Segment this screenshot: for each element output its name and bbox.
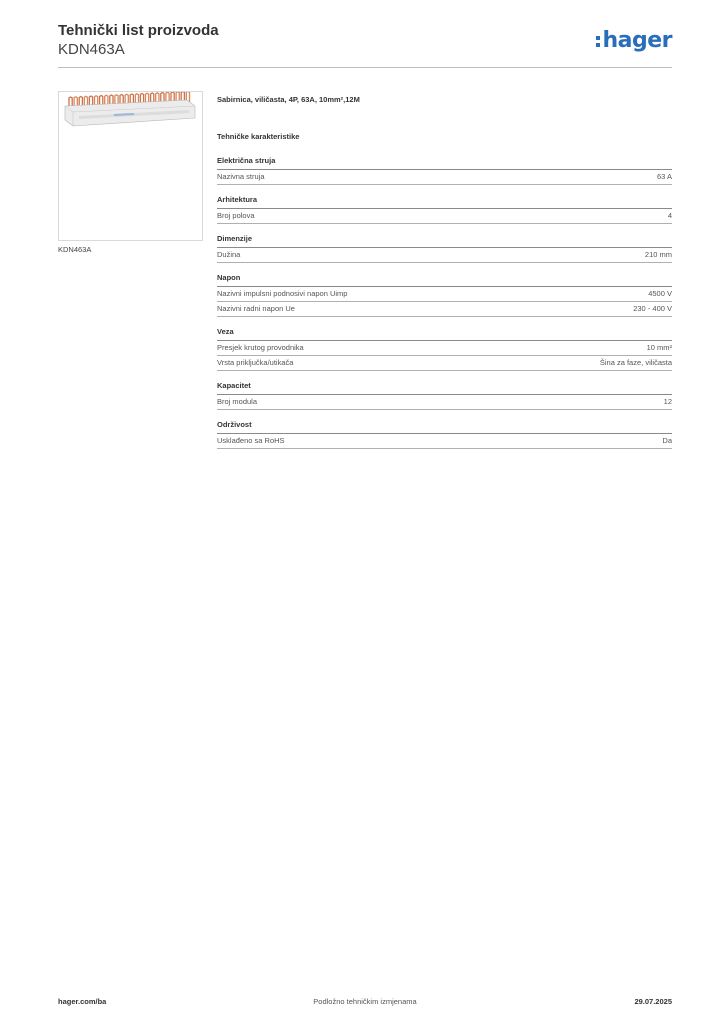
busbar-tooth: [83, 95, 89, 110]
spec-row: Vrsta priključka/utikača Šina za faze, vi…: [217, 356, 672, 371]
busbar-tooth: [134, 92, 140, 107]
spec-value: 12: [663, 397, 672, 406]
spec-content: Sabirnica, viličasta, 4P, 63A, 10mm²,12M…: [217, 95, 672, 459]
spec-row: Broj modula 12: [217, 395, 672, 410]
hager-logo: hager: [596, 26, 672, 54]
busbar-tooth: [185, 90, 191, 105]
spec-value: 230 - 400 V: [633, 304, 672, 313]
spec-group-title: Veza: [217, 327, 672, 341]
spec-row: Nazivni radni napon Ue 230 - 400 V: [217, 302, 672, 317]
logo-text: hager: [602, 27, 672, 53]
spec-group-title: Kapacitet: [217, 381, 672, 395]
busbar-tooth: [175, 90, 180, 105]
section-title: Tehničke karakteristike: [217, 132, 300, 141]
spec-value: 4: [667, 211, 672, 220]
spec-label: Nazivni radni napon Ue: [217, 304, 295, 313]
footer-website-link[interactable]: hager.com/ba: [58, 997, 107, 1006]
product-code: KDN463A: [58, 41, 125, 58]
product-image-caption: KDN463A: [58, 245, 92, 254]
busbar-tooth: [68, 96, 73, 110]
busbar-tooth: [104, 94, 109, 109]
busbar-tooth: [129, 93, 135, 107]
spec-label: Dužina: [217, 250, 241, 259]
spec-row: Dužina 210 mm: [217, 248, 672, 263]
spec-value: 210 mm: [644, 250, 672, 259]
busbar-tooth: [149, 92, 155, 106]
spec-label: Broj polova: [217, 211, 255, 220]
spec-value: 63 A: [656, 172, 672, 181]
busbar-tooth: [139, 92, 145, 107]
product-image: [58, 90, 203, 241]
spec-label: Nazivni impulsni podnosivi napon Uimp: [217, 289, 348, 298]
footer-date: 29.07.2025: [634, 997, 672, 1006]
spec-value: Šina za faze, viličasta: [599, 358, 672, 367]
header-divider: [58, 67, 672, 68]
product-description: Sabirnica, viličasta, 4P, 63A, 10mm²,12M: [217, 95, 360, 104]
spec-row: Nazivna struja 63 A: [217, 170, 672, 185]
spec-label: Broj modula: [217, 397, 258, 406]
busbar-tooth: [119, 93, 124, 108]
spec-label: Usklađeno sa RoHS: [217, 436, 285, 445]
spec-group-title: Arhitektura: [217, 195, 672, 209]
busbar-tooth: [109, 94, 114, 108]
header: Tehnički list proizvoda KDN463A hager: [58, 22, 672, 59]
busbar-illustration: [64, 90, 196, 127]
spec-value: 4500 V: [648, 289, 672, 298]
spec-group-title: Napon: [217, 273, 672, 287]
spec-value: 10 mm²: [646, 343, 672, 352]
busbar-tooth: [78, 95, 84, 110]
busbar-tooth: [165, 91, 170, 106]
spec-row: Presjek krutog provodnika 10 mm²: [217, 341, 672, 356]
spec-group-title: Dimenzije: [217, 234, 672, 248]
spec-value: Da: [662, 436, 672, 445]
busbar-tooth: [124, 93, 129, 108]
footer-notice: Podložno tehničkim izmjenama: [313, 997, 417, 1006]
spec-label: Nazivna struja: [217, 172, 265, 181]
logo-dots-icon: [596, 36, 601, 47]
spec-label: Presjek krutog provodnika: [217, 343, 304, 352]
spec-label: Vrsta priključka/utikača: [217, 358, 294, 367]
busbar-tooth: [114, 93, 119, 108]
busbar-tooth: [170, 91, 175, 105]
page-title: Tehnički list proizvoda: [58, 22, 219, 39]
busbar-tooth: [73, 95, 78, 110]
busbar-tooth: [98, 94, 104, 109]
busbar-tooth: [88, 95, 94, 109]
busbar-tooth: [93, 94, 99, 109]
spec-row: Broj polova 4: [217, 209, 672, 224]
spec-group-title: Električna struja: [217, 156, 672, 170]
spec-row: Nazivni impulsni podnosivi napon Uimp 450…: [217, 287, 672, 302]
spec-group-title: Održivost: [217, 420, 672, 434]
busbar-tooth: [180, 90, 186, 105]
busbar-tooth: [160, 91, 165, 106]
spec-row: Usklađeno sa RoHS Da: [217, 434, 672, 449]
busbar-tooth: [144, 92, 150, 107]
busbar-tooth: [155, 91, 160, 106]
